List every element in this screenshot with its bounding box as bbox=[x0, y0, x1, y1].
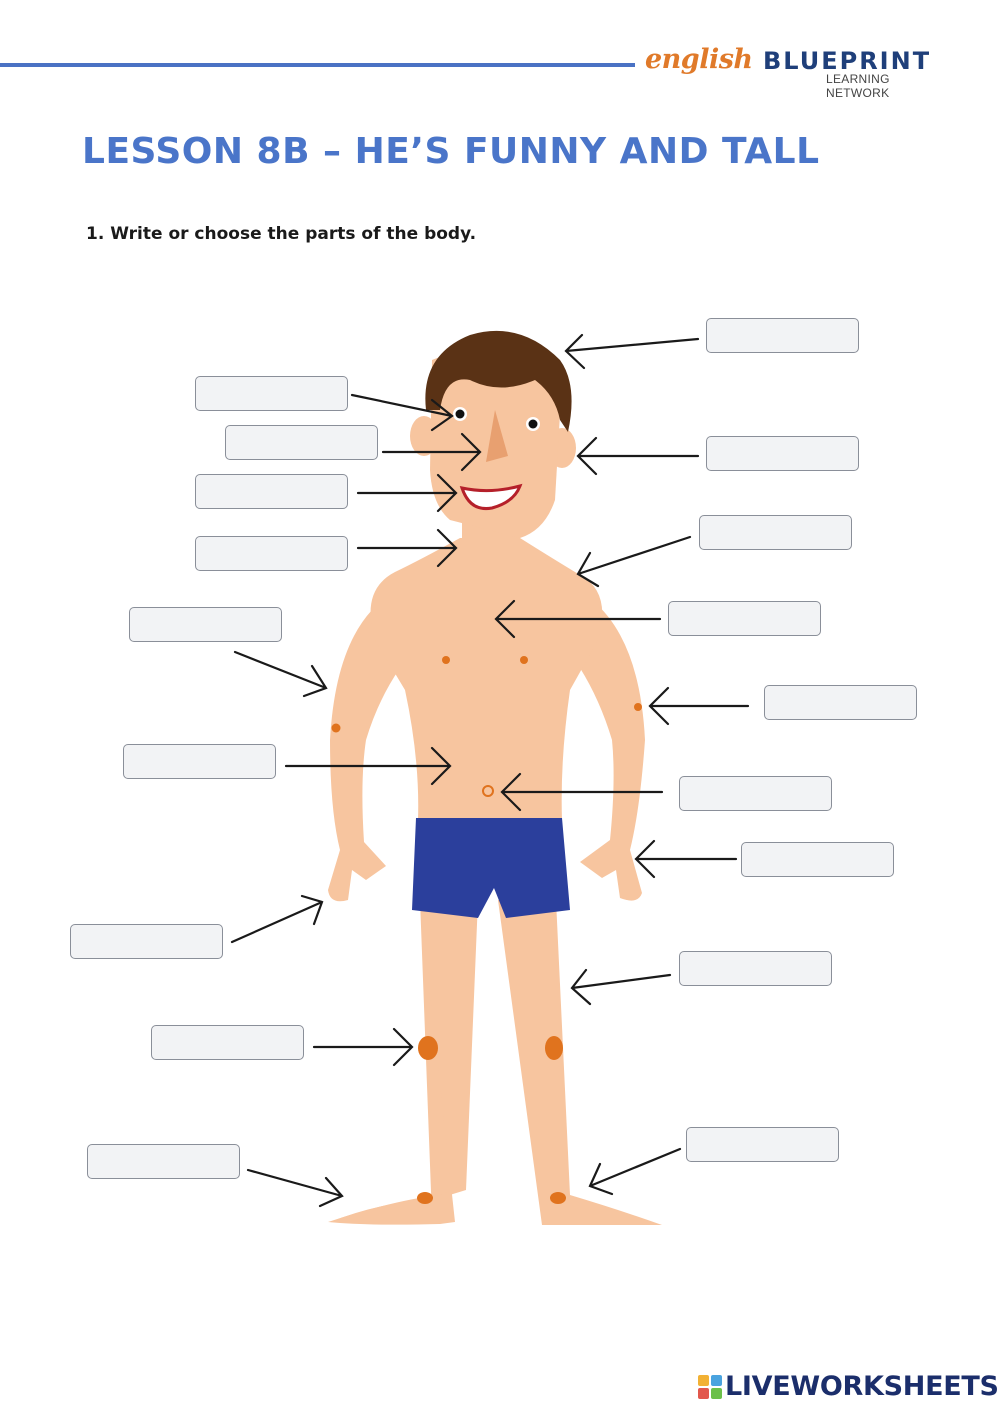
figure-body bbox=[328, 330, 662, 1225]
mouth-shape bbox=[459, 483, 523, 511]
answer-box-chest[interactable] bbox=[668, 601, 821, 636]
answer-input-chest[interactable] bbox=[669, 602, 820, 635]
liveworksheets-icon bbox=[698, 1375, 722, 1399]
pointer-arrows bbox=[230, 333, 750, 1208]
belly-button-shape bbox=[482, 785, 494, 797]
answer-box-fingers[interactable] bbox=[741, 842, 894, 877]
answer-input-eye[interactable] bbox=[196, 377, 347, 410]
answer-input-neck[interactable] bbox=[196, 537, 347, 570]
answer-box-neck[interactable] bbox=[195, 536, 348, 571]
answer-box-shoulder[interactable] bbox=[699, 515, 852, 550]
answer-input-ear[interactable] bbox=[707, 437, 858, 470]
brand-subtitle: LEARNING NETWORK bbox=[826, 72, 890, 100]
answer-input-leg[interactable] bbox=[680, 952, 831, 985]
answer-box-knee[interactable] bbox=[151, 1025, 304, 1060]
answer-input-ankle[interactable] bbox=[687, 1128, 838, 1161]
lesson-title: LESSON 8B – HE’S FUNNY AND TALL bbox=[82, 131, 820, 172]
answer-box-belly-button[interactable] bbox=[679, 776, 832, 811]
answer-box-nose[interactable] bbox=[225, 425, 378, 460]
answer-box-eye[interactable] bbox=[195, 376, 348, 411]
exercise-instruction: 1. Write or choose the parts of the body… bbox=[86, 224, 477, 244]
liveworksheets-text: LIVEWORKSHEETS bbox=[725, 1371, 999, 1402]
nose-shape bbox=[486, 410, 508, 462]
answer-input-knee[interactable] bbox=[152, 1026, 303, 1059]
answer-box-foot[interactable] bbox=[87, 1144, 240, 1179]
shorts bbox=[412, 818, 570, 918]
answer-box-ear[interactable] bbox=[706, 436, 859, 471]
right-arm bbox=[580, 600, 645, 901]
answer-input-hand[interactable] bbox=[71, 925, 222, 958]
answer-input-shoulder[interactable] bbox=[700, 516, 851, 549]
answer-input-stomach[interactable] bbox=[124, 745, 275, 778]
right-leg bbox=[498, 900, 662, 1225]
answer-box-hair[interactable] bbox=[706, 318, 859, 353]
answer-input-arm[interactable] bbox=[130, 608, 281, 641]
answer-input-foot[interactable] bbox=[88, 1145, 239, 1178]
brand-script-text: english bbox=[645, 44, 753, 75]
answer-box-ankle[interactable] bbox=[686, 1127, 839, 1162]
answer-box-mouth[interactable] bbox=[195, 474, 348, 509]
answer-box-elbow[interactable] bbox=[764, 685, 917, 720]
answer-input-mouth[interactable] bbox=[196, 475, 347, 508]
hair-shape bbox=[425, 330, 572, 432]
brand-caps-text: BLUEPRINT bbox=[763, 47, 932, 75]
answer-box-leg[interactable] bbox=[679, 951, 832, 986]
answer-box-arm[interactable] bbox=[129, 607, 282, 642]
brand-logo: english BLUEPRINT LEARNING NETWORK bbox=[645, 44, 955, 100]
torso bbox=[370, 538, 603, 820]
left-arm bbox=[328, 610, 400, 902]
answer-input-elbow[interactable] bbox=[765, 686, 916, 719]
header-rule bbox=[0, 63, 635, 67]
answer-input-fingers[interactable] bbox=[742, 843, 893, 876]
answer-box-stomach[interactable] bbox=[123, 744, 276, 779]
answer-input-belly-button[interactable] bbox=[680, 777, 831, 810]
answer-input-hair[interactable] bbox=[707, 319, 858, 352]
answer-box-hand[interactable] bbox=[70, 924, 223, 959]
answer-input-nose[interactable] bbox=[226, 426, 377, 459]
